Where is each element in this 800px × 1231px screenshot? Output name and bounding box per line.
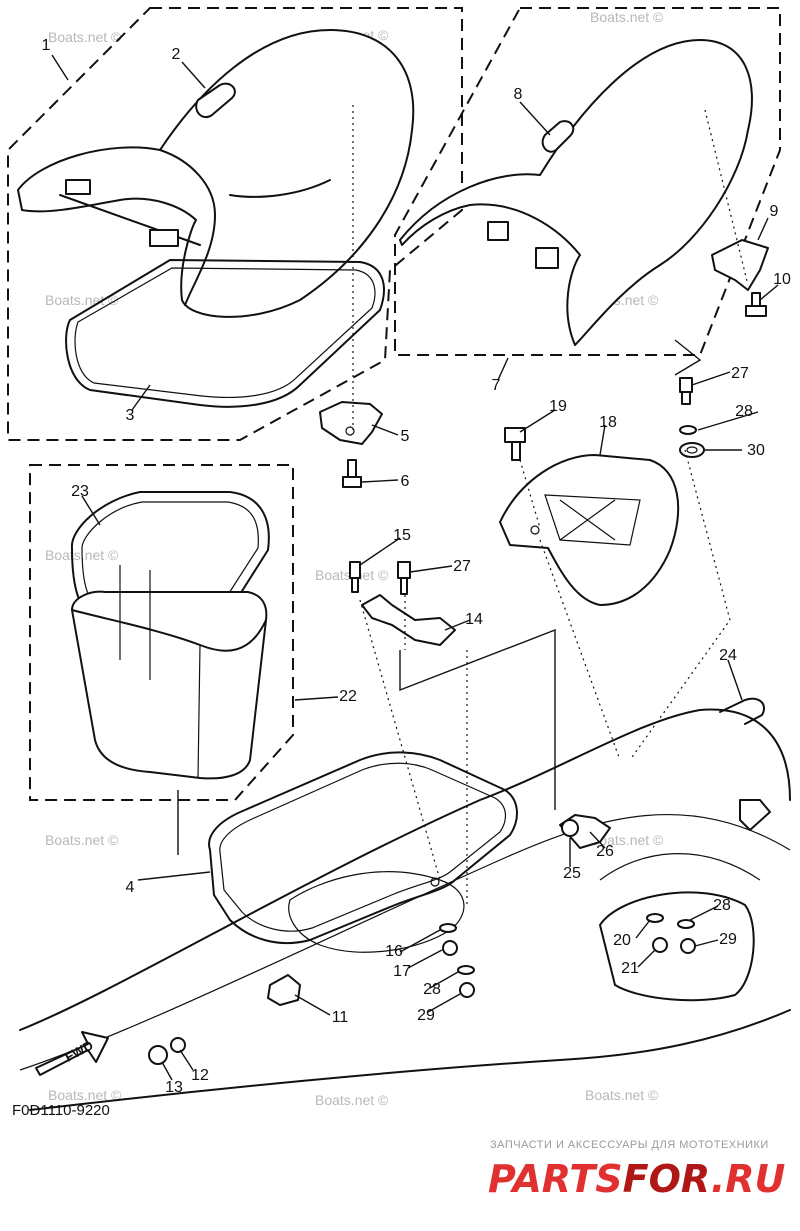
callout-15: 15 (393, 527, 411, 544)
footer-brand: PARTSFOR.RU (488, 1157, 786, 1201)
watermark: Boats.net © (45, 832, 119, 848)
callout-14: 14 (465, 611, 483, 628)
footer-tagline: ЗАПЧАСТИ И АКСЕССУАРЫ ДЛЯ МОТОТЕХНИКИ (490, 1139, 769, 1151)
bracket-14 (361, 594, 456, 646)
bolt-6 (342, 459, 362, 488)
callout-labels: 1 2 3 4 5 6 7 8 9 10 11 12 13 14 15 16 1… (42, 37, 791, 1096)
hull-body (19, 708, 791, 1111)
nut-29-hull (459, 982, 475, 998)
callout-21: 21 (621, 960, 639, 977)
watermark: Boats.net © (45, 292, 119, 308)
callout-11: 11 (332, 1009, 349, 1026)
callout-8: 8 (514, 86, 523, 103)
front-seat (17, 29, 415, 318)
callout-17: 17 (393, 963, 411, 980)
rear-bracket-9 (711, 239, 769, 291)
watermark: Boats.net © (48, 1087, 122, 1103)
watermark: Boats.net © (585, 1087, 659, 1103)
hatch-gasket-4 (208, 751, 518, 944)
stud-27-rear (679, 377, 693, 405)
callout-7: 7 (492, 377, 501, 394)
callout-10: 10 (773, 271, 791, 288)
group-box-seat-rear (394, 7, 781, 356)
washer-28-rear (679, 425, 697, 435)
footer-brand-ru: .RU (711, 1157, 786, 1201)
callout-4: 4 (126, 879, 135, 896)
callout-20: 20 (613, 932, 631, 949)
grommet-30 (679, 442, 705, 458)
stud-27-mid (397, 561, 411, 595)
callout-28-panel: 28 (713, 897, 731, 914)
watermark: Boats.net © (48, 29, 122, 45)
watermark: Boats.net © (590, 832, 664, 848)
nut-25 (561, 819, 579, 837)
callout-16: 16 (385, 943, 403, 960)
footer-brand-parts: PARTS (488, 1157, 623, 1201)
callout-leaders (51, 54, 779, 1081)
callout-6: 6 (401, 473, 410, 490)
callout-2: 2 (172, 46, 181, 63)
callout-22: 22 (339, 688, 357, 705)
callout-3: 3 (126, 407, 135, 424)
callout-19: 19 (549, 398, 567, 415)
rear-panel-detail (599, 891, 755, 1002)
callout-29-hull: 29 (417, 1007, 435, 1024)
bracket-5 (319, 401, 383, 445)
callout-1: 1 (42, 37, 51, 54)
fwd-arrow: FWD (35, 1031, 109, 1076)
rear-footrest-18 (499, 454, 680, 606)
callout-13: 13 (165, 1079, 183, 1096)
callout-12: 12 (191, 1067, 209, 1084)
nut-13-washer-12 (148, 1037, 186, 1065)
callout-30: 30 (747, 442, 765, 459)
washer-28-hull (457, 965, 475, 975)
callout-28-rear: 28 (735, 403, 753, 420)
washer-16 (439, 923, 457, 933)
callout-26: 26 (596, 843, 614, 860)
callout-27-mid: 27 (453, 558, 471, 575)
lock-clip-11 (267, 974, 301, 1006)
bolt-19 (504, 427, 526, 461)
callout-23: 23 (71, 483, 89, 500)
footer-brand-for: FOR (623, 1157, 711, 1201)
diagram-code: F0D1110-9220 (12, 1102, 110, 1119)
callout-5: 5 (401, 428, 410, 445)
nut-17 (442, 940, 458, 956)
bolt-15 (349, 561, 361, 593)
rear-seat (399, 39, 753, 346)
storage-bucket-22 (71, 565, 268, 780)
group-box-storage-bucket (29, 464, 294, 801)
callout-24: 24 (719, 647, 737, 664)
callout-27-rear: 27 (731, 365, 749, 382)
watermark: Boats.net © (315, 1092, 389, 1108)
footer-logo: ЗАПЧАСТИ И АКСЕССУАРЫ ДЛЯ МОТОТЕХНИКИ PA… (488, 1139, 786, 1201)
watermark: Boats.net © (590, 9, 664, 25)
callout-29-panel: 29 (719, 931, 737, 948)
u-bolt-24 (719, 697, 765, 725)
fwd-label: FWD (62, 1038, 95, 1065)
bolt-10 (745, 292, 767, 317)
callout-28-hull: 28 (423, 981, 441, 998)
callout-25: 25 (563, 865, 581, 882)
callout-18: 18 (599, 414, 617, 431)
assembly-guides (177, 105, 749, 905)
front-seat-gasket (65, 259, 385, 408)
callout-9: 9 (770, 203, 779, 220)
